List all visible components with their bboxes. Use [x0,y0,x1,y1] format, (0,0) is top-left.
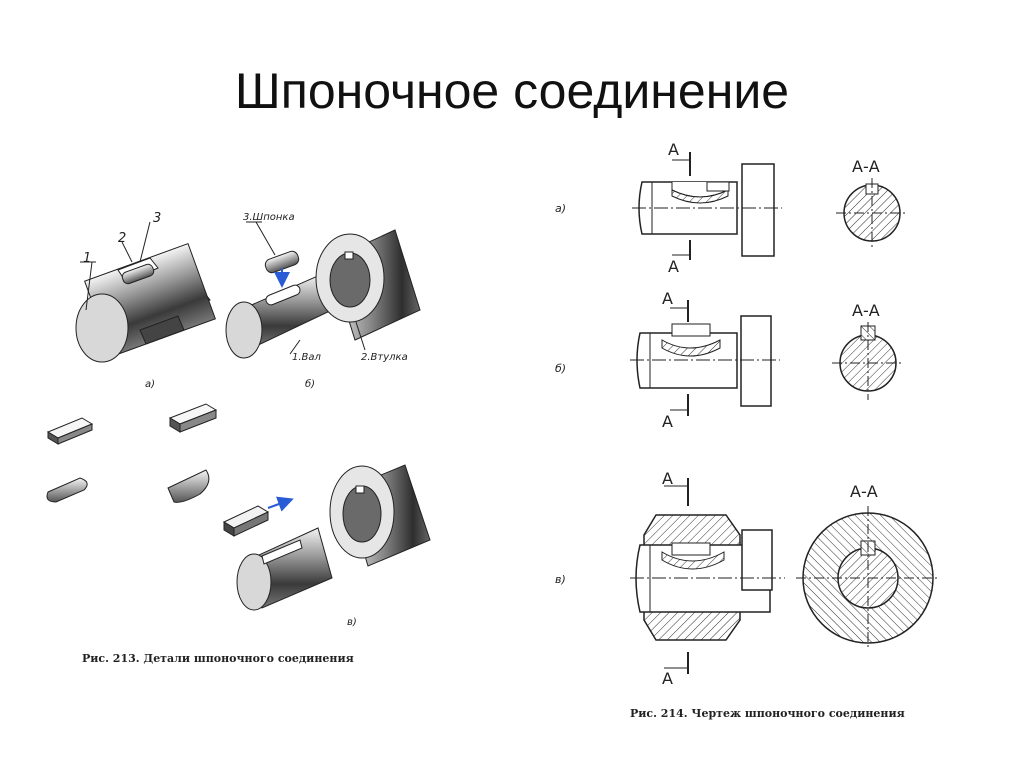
section-mark-v-bottom: A [662,669,673,688]
fig214-row-b-sub: б) [555,362,566,375]
section-mark-b-top: A [662,289,673,308]
fig214-row-a: а) A A А-А [555,140,908,276]
fig213-exploded-view-v: в) [222,464,431,628]
section-mark-b-bottom: A [662,412,673,431]
fig213-exploded-view-b: 3.Шпонка 1.Вал 2.Втулка б) [225,212,421,390]
section-title-a: А-А [852,157,880,176]
shaft-label: 1.Вал [292,352,322,363]
section-title-b: А-А [852,301,880,320]
fig214-row-v-sub: в) [555,573,566,586]
fig213-sub-b: б) [305,378,315,390]
fig214-caption: Рис. 214. Чертеж шпоночного соединения [630,707,905,720]
fig213-sub-a: а) [145,379,155,390]
fig213-shaft-with-key-assembled: 1 2 3 а) [75,211,217,390]
fig214-row-b: б) A A А-А [555,289,904,431]
part-label-1: 1 [83,251,91,266]
sleeve-label: 2.Втулка [361,352,408,363]
fig213-key-types [46,403,218,503]
fig213-sub-v: в) [347,617,357,628]
section-mark-v-top: A [662,469,673,488]
fig214-row-a-sub: а) [555,202,566,215]
section-mark-a-top: A [668,140,679,159]
fig214-row-v: в) A A А-А [555,469,940,688]
part-label-3: 3 [153,211,161,226]
key-label: 3.Шпонка [243,212,295,223]
section-mark-a-bottom: A [668,257,679,276]
fig213-caption: Рис. 213. Детали шпоночного соединения [82,652,354,665]
section-title-v: А-А [850,482,878,501]
part-label-2: 2 [118,231,126,246]
slide-title: Шпоночное соединение [234,63,790,119]
key-part [264,250,300,274]
